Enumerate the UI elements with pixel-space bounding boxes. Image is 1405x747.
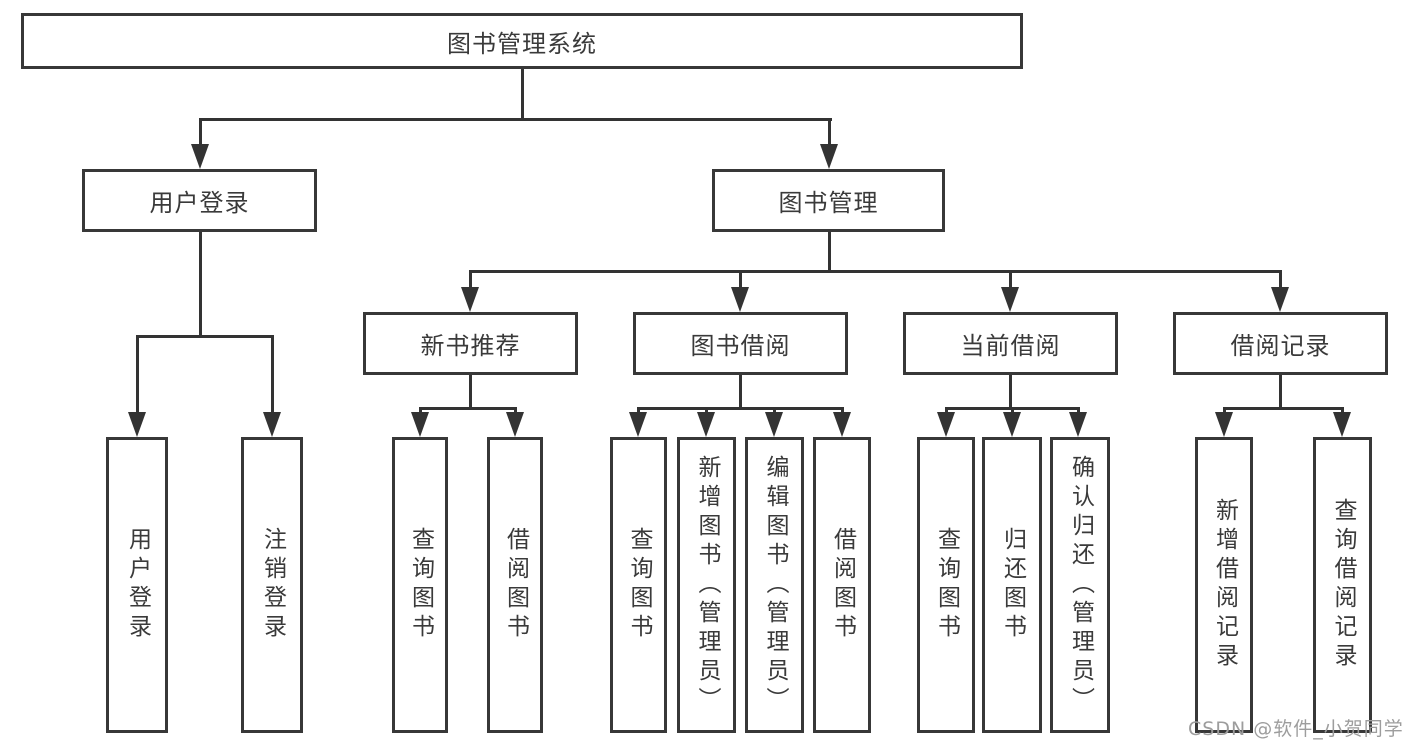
connector-line [418,408,422,412]
node-label: 借阅图书 [829,527,856,643]
connector-line [198,119,202,145]
connector-line [468,269,1282,273]
connector-line [135,334,274,338]
node-label: 图书借阅 [690,332,791,360]
node-label: 借阅记录 [1230,332,1331,360]
connector-line [270,336,274,412]
leaf-current-query-books: 查询图书 [917,437,975,733]
connector-line [840,408,844,412]
arrowhead-icon [1001,287,1019,312]
arrowhead-icon [506,412,524,437]
leaf-borrow-borrow-books: 借阅图书 [813,437,871,733]
leaf-records-query-record: 查询借阅记录 [1313,437,1372,733]
connector-line [704,408,708,412]
connector-line [1222,406,1344,410]
node-label: 查询图书 [933,527,960,643]
arrowhead-icon [765,412,783,437]
connector-line [772,408,776,412]
leaf-current-confirm-return-admin: 确认归还（管理员） [1050,437,1110,733]
arrowhead-icon [411,412,429,437]
connector-line [1222,408,1226,412]
connector-line [738,375,742,408]
node-label: 编辑图书（管理员） [762,454,788,716]
node-new-book-recommend: 新书推荐 [363,312,578,375]
node-label: 新书推荐 [420,332,521,360]
connector-line [738,271,742,287]
node-label: 查询图书 [626,527,652,643]
leaf-logout: 注销登录 [241,437,303,733]
node-label: 新增借阅记录 [1211,498,1238,672]
arrowhead-icon [1003,412,1021,437]
connector-line [636,406,844,410]
arrowhead-icon [1215,412,1233,437]
connector-line [1278,375,1282,408]
connector-line [513,408,517,412]
arrowhead-icon [1333,412,1351,437]
leaf-newbook-query-books: 查询图书 [392,437,448,733]
connector-line [636,408,640,412]
leaf-current-return-books: 归还图书 [982,437,1042,733]
connector-line [1010,408,1014,412]
leaf-borrow-query-books: 查询图书 [610,437,667,733]
connector-line [135,336,139,412]
leaf-borrow-edit-book-admin: 编辑图书（管理员） [745,437,804,733]
node-book-borrow: 图书借阅 [633,312,848,375]
node-label: 查询图书 [407,527,434,643]
node-label: 用户登录 [149,189,250,217]
arrowhead-icon [820,144,838,169]
leaf-user-login: 用户登录 [106,437,168,733]
connector-line [198,117,832,121]
connector-line [944,408,948,412]
leaf-borrow-add-book-admin: 新增图书（管理员） [677,437,736,733]
arrowhead-icon [191,144,209,169]
connector-line [468,375,472,408]
node-user-login: 用户登录 [82,169,317,232]
leaf-records-add-record: 新增借阅记录 [1195,437,1253,733]
node-label: 图书管理系统 [447,29,597,58]
connector-line [418,406,517,410]
connector-line [468,271,472,287]
arrowhead-icon [833,412,851,437]
node-borrow-records: 借阅记录 [1173,312,1388,375]
node-label: 查询借阅记录 [1330,498,1356,672]
node-label: 确认归还（管理员） [1067,454,1094,716]
arrowhead-icon [461,287,479,312]
leaf-newbook-borrow-books: 借阅图书 [487,437,543,733]
arrowhead-icon [263,412,281,437]
node-current-borrow: 当前借阅 [903,312,1118,375]
arrowhead-icon [1271,287,1289,312]
connector-line [1008,271,1012,287]
connector-line [198,232,202,336]
watermark: CSDN @软件_小贺同学 [1188,718,1404,740]
arrowhead-icon [731,287,749,312]
node-label: 借阅图书 [502,527,529,643]
arrowhead-icon [629,412,647,437]
node-label: 注销登录 [259,527,286,643]
connector-line [1008,375,1012,408]
node-book-management: 图书管理 [712,169,945,232]
node-label: 用户登录 [124,527,151,643]
connector-line [1340,408,1344,412]
connector-line [827,119,831,145]
node-label: 图书管理 [778,189,879,217]
connector-line [1076,408,1080,412]
connector-line [1278,271,1282,287]
node-label: 新增图书（管理员） [694,454,720,716]
connector-line [827,232,831,271]
node-label: 当前借阅 [960,332,1061,360]
arrowhead-icon [937,412,955,437]
arrowhead-icon [128,412,146,437]
node-label: 归还图书 [999,527,1026,643]
connector-line [520,69,524,119]
node-library-system: 图书管理系统 [21,13,1023,69]
arrowhead-icon [697,412,715,437]
arrowhead-icon [1069,412,1087,437]
